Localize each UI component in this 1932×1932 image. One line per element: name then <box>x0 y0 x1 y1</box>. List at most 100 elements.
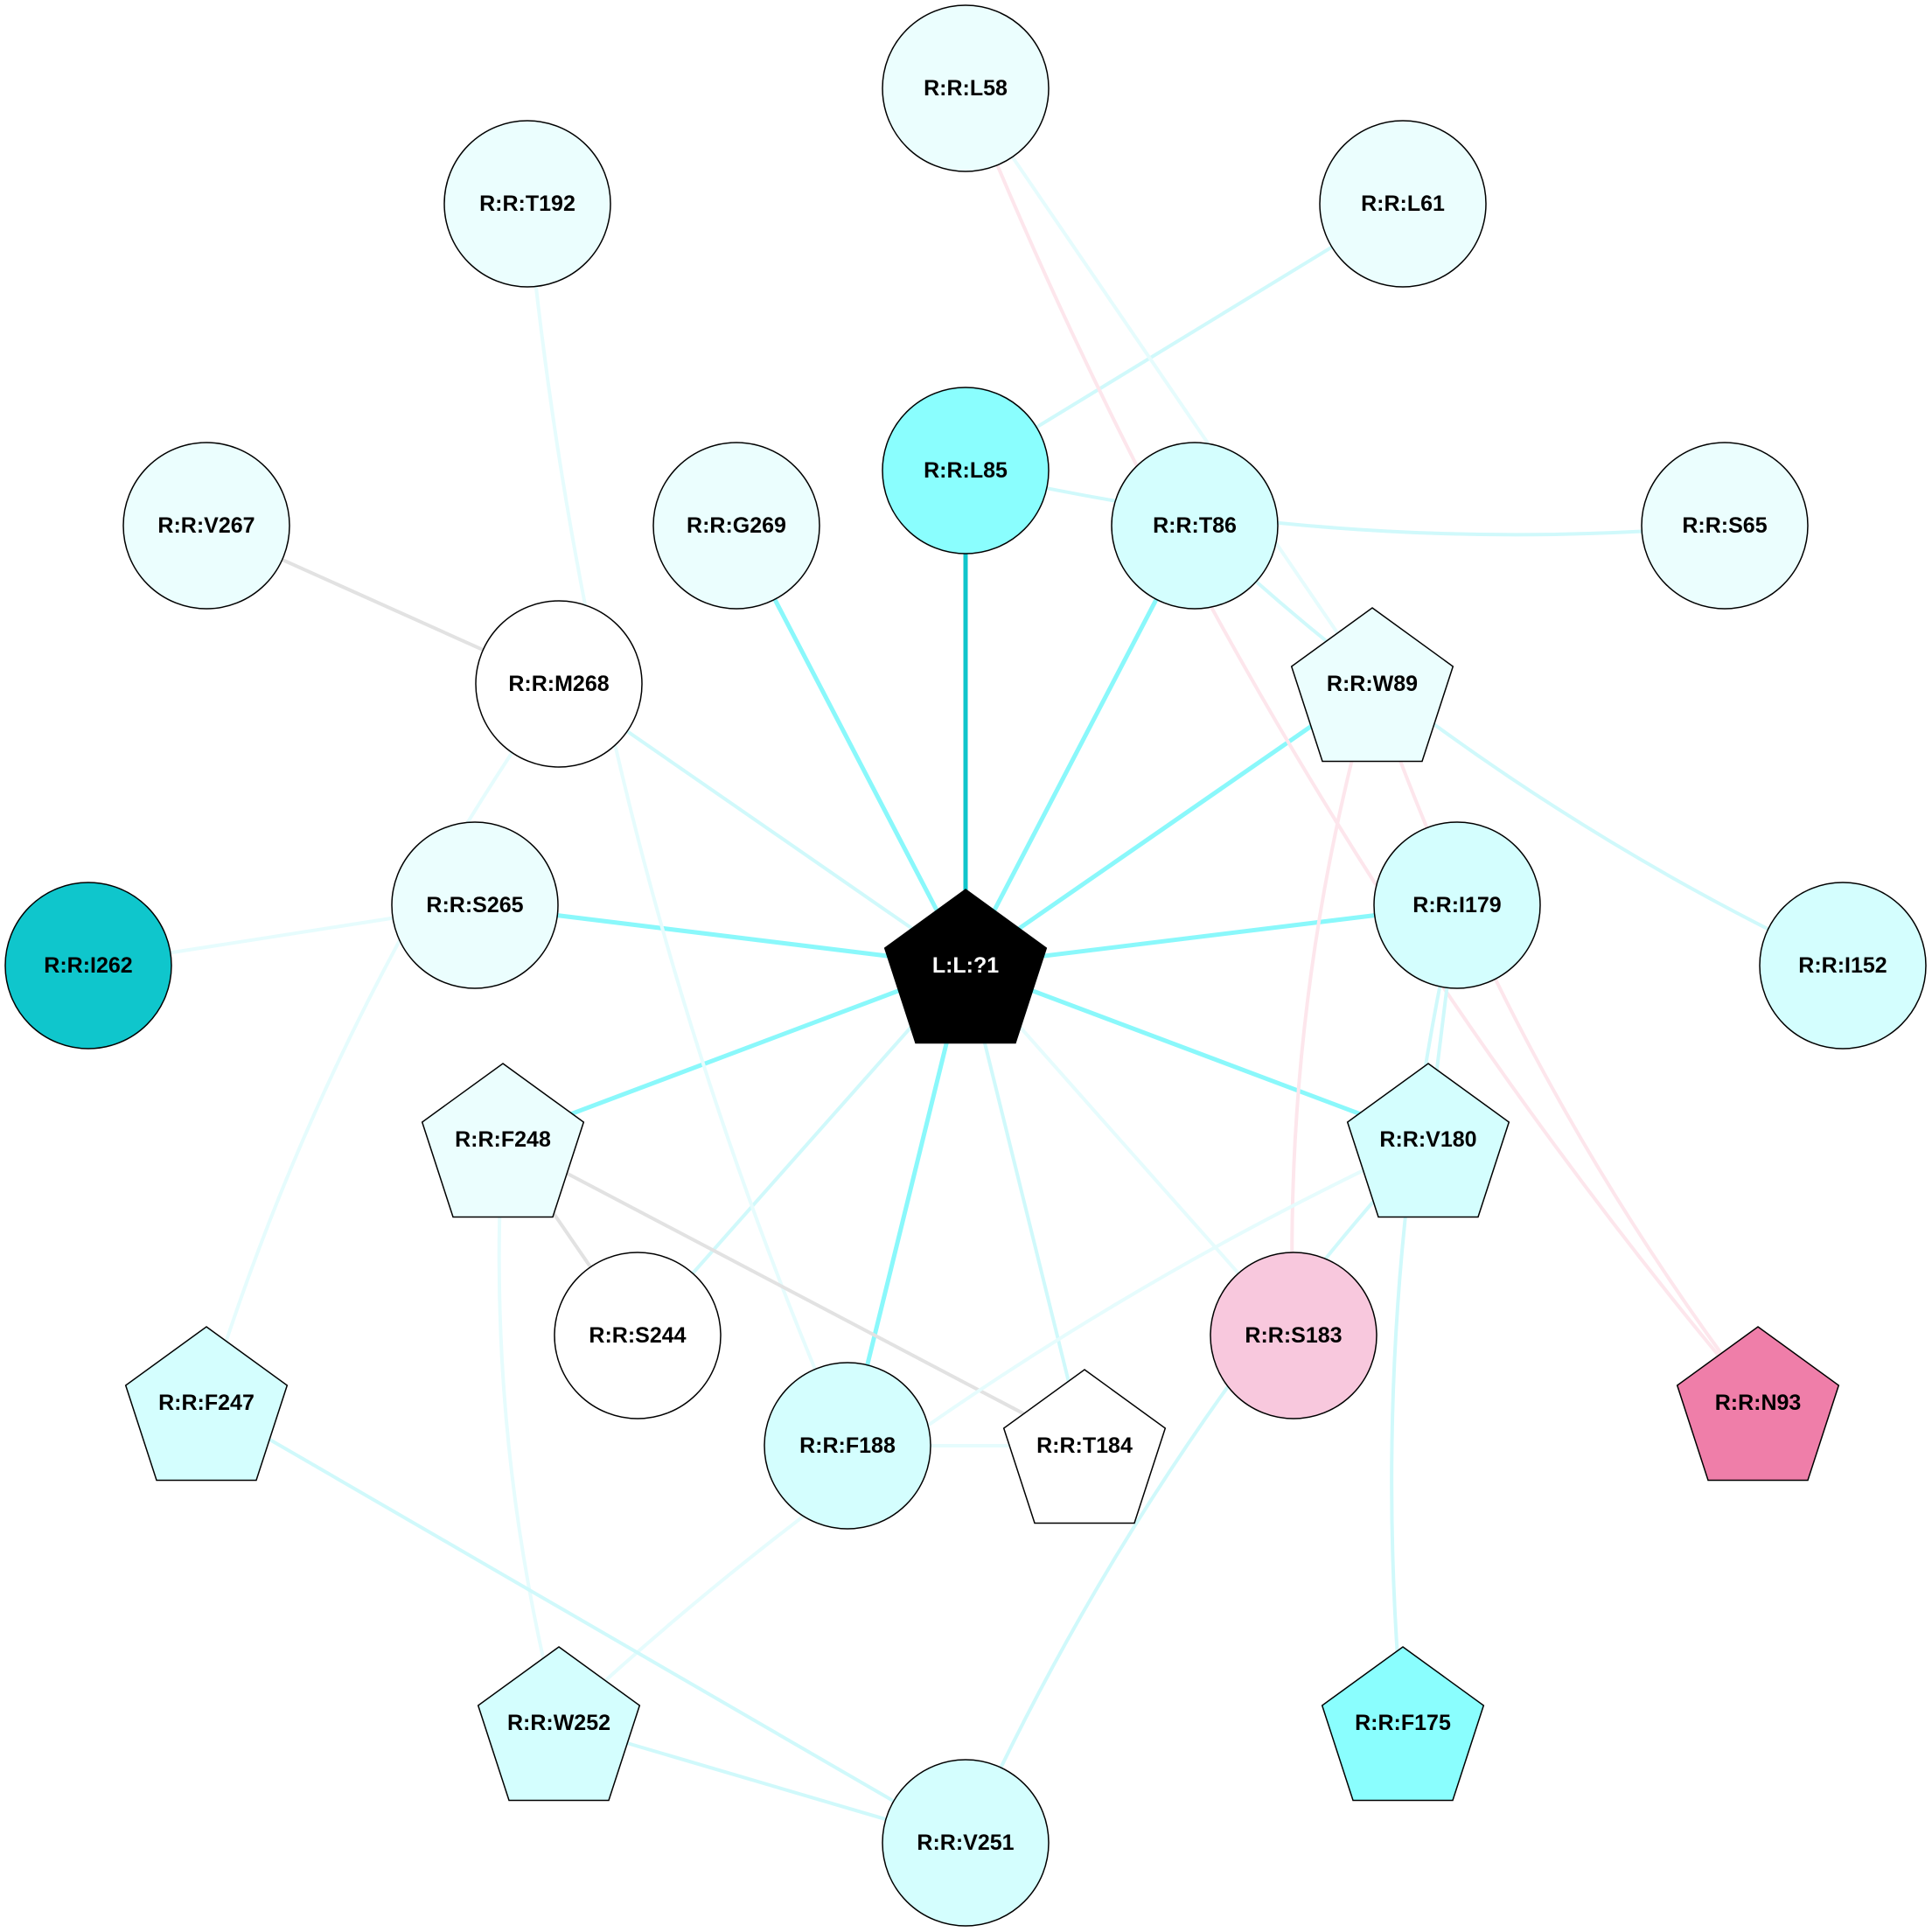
node-f248-label: R:R:F248 <box>455 1127 551 1152</box>
node-s183[interactable]: R:R:S183 <box>1210 1252 1378 1419</box>
node-n93-label: R:R:N93 <box>1715 1391 1802 1415</box>
edge-l1-f248 <box>500 963 968 1142</box>
node-v267[interactable]: R:R:V267 <box>122 442 290 610</box>
edge-w89-n93 <box>1371 682 1760 1405</box>
node-s65-circle <box>1641 442 1809 610</box>
node-f175[interactable]: R:R:F175 <box>1321 1646 1485 1802</box>
edge-t192-f188 <box>526 202 849 1447</box>
node-s244-circle <box>554 1252 722 1419</box>
node-i152-label: R:R:I152 <box>1798 953 1887 978</box>
node-t192-label: R:R:T192 <box>479 192 575 216</box>
node-t86-circle <box>1111 442 1279 610</box>
node-i262-circle <box>4 882 172 1050</box>
node-v251-label: R:R:V251 <box>917 1831 1014 1855</box>
edge-f248-t184 <box>501 1138 1086 1447</box>
node-v251-circle <box>882 1759 1050 1927</box>
node-l1-label: L:L:?1 <box>932 953 999 978</box>
edge-i179-f175 <box>1390 903 1459 1725</box>
node-l58-circle <box>882 4 1050 172</box>
node-f188[interactable]: R:R:F188 <box>764 1362 931 1530</box>
edge-l1-t184 <box>964 964 1086 1447</box>
node-s244[interactable]: R:R:S244 <box>554 1252 722 1419</box>
edge-f247-v251 <box>205 1401 967 1845</box>
node-i179-label: R:R:I179 <box>1412 893 1501 917</box>
node-t184-pentagon <box>1002 1369 1167 1524</box>
node-g269-circle <box>652 442 820 610</box>
node-l85-label: R:R:L85 <box>924 458 1008 483</box>
edge-f248-w252 <box>497 1138 561 1725</box>
node-f247[interactable]: R:R:F247 <box>124 1326 289 1482</box>
node-n93-pentagon <box>1676 1326 1840 1482</box>
node-g269-label: R:R:G269 <box>687 513 786 538</box>
node-s244-label: R:R:S244 <box>589 1323 686 1348</box>
node-l85-circle <box>882 387 1050 554</box>
node-i179[interactable]: R:R:I179 <box>1373 821 1541 989</box>
node-l61-circle <box>1319 120 1487 288</box>
edge-l85-s65 <box>964 469 1726 537</box>
node-s183-label: R:R:S183 <box>1245 1323 1342 1348</box>
edge-v180-v251 <box>964 1138 1430 1845</box>
edge-l58-w89 <box>964 87 1374 686</box>
node-l61-label: R:R:L61 <box>1361 192 1445 216</box>
node-s183-circle <box>1210 1252 1378 1419</box>
node-l58-label: R:R:L58 <box>924 76 1008 101</box>
edge-layer <box>87 87 1845 1845</box>
edge-l85-l61 <box>964 202 1405 472</box>
node-w252[interactable]: R:R:W252 <box>477 1646 641 1802</box>
node-t184[interactable]: R:R:T184 <box>1002 1369 1167 1524</box>
edge-l58-n93 <box>964 87 1760 1405</box>
node-v251[interactable]: R:R:V251 <box>882 1759 1050 1927</box>
node-g269[interactable]: R:R:G269 <box>652 442 820 610</box>
node-f247-label: R:R:F247 <box>158 1391 255 1415</box>
node-f248-pentagon <box>421 1063 585 1218</box>
node-l1[interactable]: L:L:?1 <box>883 889 1048 1044</box>
node-s65[interactable]: R:R:S65 <box>1641 442 1809 610</box>
node-v267-circle <box>122 442 290 610</box>
node-i262-label: R:R:I262 <box>44 953 132 978</box>
node-l85[interactable]: R:R:L85 <box>882 387 1050 554</box>
node-v180-label: R:R:V180 <box>1379 1127 1476 1152</box>
node-f188-circle <box>764 1362 931 1530</box>
node-v180-pentagon <box>1346 1063 1510 1218</box>
node-s265-label: R:R:S265 <box>426 893 523 917</box>
node-w89[interactable]: R:R:W89 <box>1290 607 1454 763</box>
node-t192[interactable]: R:R:T192 <box>443 120 611 288</box>
node-i152[interactable]: R:R:I152 <box>1759 882 1927 1050</box>
node-v267-label: R:R:V267 <box>157 513 255 538</box>
edge-m268-f247 <box>205 682 561 1405</box>
node-m268[interactable]: R:R:M268 <box>475 600 643 768</box>
node-f175-label: R:R:F175 <box>1355 1711 1451 1735</box>
node-l1-pentagon <box>883 889 1048 1044</box>
edge-l1-w89 <box>963 681 1375 968</box>
node-f188-label: R:R:F188 <box>799 1433 896 1458</box>
node-s265[interactable]: R:R:S265 <box>391 821 559 989</box>
node-i179-circle <box>1373 821 1541 989</box>
edge-w89-s183 <box>1290 682 1374 1337</box>
node-i262[interactable]: R:R:I262 <box>4 882 172 1050</box>
node-t192-circle <box>443 120 611 288</box>
node-m268-circle <box>475 600 643 768</box>
node-m268-label: R:R:M268 <box>508 672 609 696</box>
node-s65-label: R:R:S65 <box>1682 513 1767 538</box>
node-f248[interactable]: R:R:F248 <box>421 1063 585 1218</box>
node-i152-circle <box>1759 882 1927 1050</box>
edge-l1-v180 <box>963 963 1431 1142</box>
node-f247-pentagon <box>124 1326 289 1482</box>
edge-v180-w252 <box>557 1138 1430 1725</box>
node-t86-label: R:R:T86 <box>1153 513 1237 538</box>
node-t184-label: R:R:T184 <box>1036 1433 1133 1458</box>
node-v180[interactable]: R:R:V180 <box>1346 1063 1510 1218</box>
node-l58[interactable]: R:R:L58 <box>882 4 1050 172</box>
node-w89-pentagon <box>1290 607 1454 763</box>
node-w89-label: R:R:W89 <box>1327 672 1418 696</box>
node-s265-circle <box>391 821 559 989</box>
node-n93[interactable]: R:R:N93 <box>1676 1326 1840 1482</box>
node-w252-label: R:R:W252 <box>507 1711 610 1735</box>
edge-t86-i152 <box>1193 524 1845 967</box>
node-w252-pentagon <box>477 1646 641 1802</box>
node-f175-pentagon <box>1321 1646 1485 1802</box>
node-t86[interactable]: R:R:T86 <box>1111 442 1279 610</box>
node-l61[interactable]: R:R:L61 <box>1319 120 1487 288</box>
